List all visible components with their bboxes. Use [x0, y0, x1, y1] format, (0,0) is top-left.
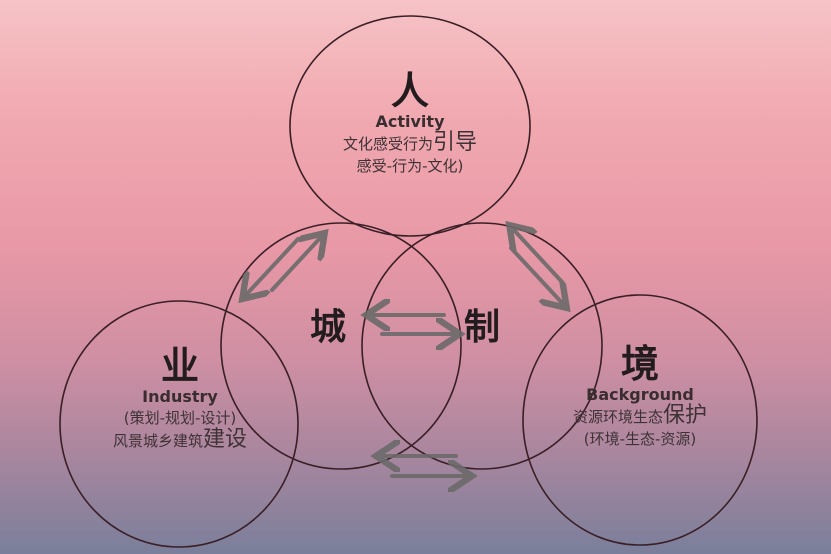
arrow-industry-to-activity — [270, 236, 322, 292]
arrow-activity-to-industry — [245, 237, 300, 296]
background-line-2: (环境-生态-资源) — [583, 430, 697, 448]
circle-industry — [59, 300, 299, 548]
industry-line-2: 风景城乡建筑建设 — [60, 429, 300, 452]
activity-line-2: 感受-行为-文化) — [356, 157, 464, 175]
industry-english-label: Industry — [142, 387, 218, 406]
activity-character: 人 — [390, 69, 429, 113]
industry-line-2-text: 风景城乡建筑 — [112, 432, 203, 450]
system-character: 制 — [464, 307, 501, 348]
circle-background — [522, 294, 758, 546]
circle-activity — [289, 15, 531, 237]
arrow-activity-to-background — [509, 246, 564, 305]
background-character: 境 — [620, 342, 659, 386]
activity-line-1-emphasis: 引导 — [433, 130, 478, 155]
background-group: 境 Background 资源环境生态保护 (环境-生态-资源) — [520, 343, 760, 450]
industry-character: 业 — [160, 344, 199, 388]
industry-line-1: (策划-规划-设计) — [123, 409, 237, 427]
arrow-background-to-activity — [512, 228, 565, 285]
activity-line-1: 文化感受行为引导 — [290, 132, 530, 155]
background-line-1-emphasis: 保护 — [663, 403, 708, 428]
background-line-1-text: 资源环境生态 — [572, 408, 663, 426]
activity-english-label: Activity — [375, 112, 445, 131]
city-character: 城 — [310, 307, 347, 348]
circle-system — [361, 222, 603, 470]
industry-group: 业 Industry (策划-规划-设计) 风景城乡建筑建设 — [60, 345, 300, 452]
industry-line-2-emphasis: 建设 — [203, 427, 248, 452]
background-english-label: Background — [586, 385, 694, 404]
background-line-1: 资源环境生态保护 — [520, 405, 760, 428]
activity-line-1-text: 文化感受行为 — [342, 135, 433, 153]
activity-group: 人 Activity 文化感受行为引导 感受-行为-文化) — [290, 70, 530, 177]
